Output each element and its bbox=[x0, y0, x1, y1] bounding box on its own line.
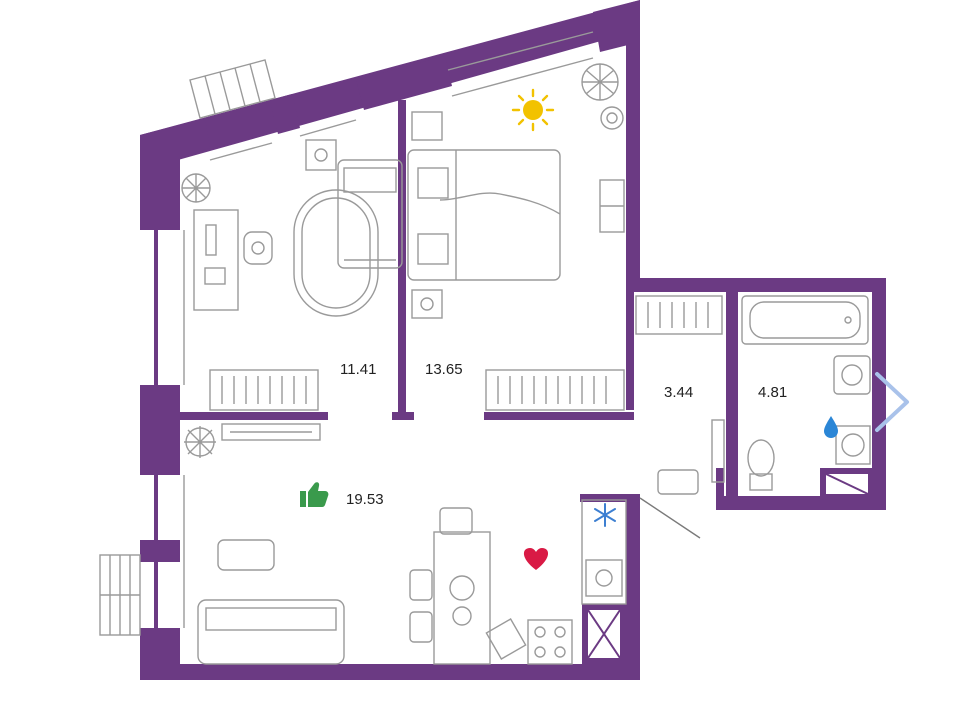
armchair-left-bedroom bbox=[337, 159, 403, 269]
sink bbox=[833, 355, 871, 395]
room-area-bathroom-hall: 3.44 bbox=[664, 384, 693, 401]
room-area-bedroom-right: 13.65 bbox=[425, 361, 463, 378]
double-bed bbox=[407, 149, 561, 281]
shaft-marks bbox=[587, 473, 869, 659]
office-chair bbox=[243, 231, 273, 265]
nightstand-right-bottom bbox=[411, 289, 443, 319]
toilet bbox=[747, 439, 775, 491]
plant-right-bedroom-large bbox=[581, 63, 619, 101]
chevron-right-icon[interactable] bbox=[875, 372, 909, 432]
round-rug bbox=[293, 189, 379, 317]
nightstand-left bbox=[305, 139, 337, 171]
window-top-2 bbox=[299, 119, 357, 137]
heart-icon bbox=[523, 548, 549, 570]
bathtub bbox=[741, 295, 869, 345]
wall-left-upper bbox=[140, 140, 180, 230]
wall-bath-top bbox=[626, 278, 886, 292]
stove bbox=[527, 619, 573, 665]
kitchen-counter bbox=[581, 499, 627, 605]
wall-left-low bbox=[140, 540, 180, 562]
water-drop-icon bbox=[824, 416, 838, 438]
thumbs-up-icon bbox=[300, 482, 329, 507]
radiator-left-bedroom bbox=[209, 369, 319, 411]
dining-chairs bbox=[409, 507, 473, 643]
plant-living bbox=[184, 426, 216, 458]
tv-stand bbox=[221, 423, 321, 441]
wall-right-bedroom bbox=[626, 30, 640, 280]
wall-bath-left-lower bbox=[716, 468, 724, 510]
window-top-3 bbox=[451, 57, 594, 97]
radiator-hall bbox=[635, 295, 723, 335]
room-area-bathroom: 4.81 bbox=[758, 384, 787, 401]
room-area-living-kitchen: 19.53 bbox=[346, 491, 384, 508]
wall-left-mid bbox=[140, 385, 180, 475]
kitchen-mat bbox=[485, 618, 527, 660]
wall-divider-foot bbox=[392, 412, 414, 420]
nightstand-right-top bbox=[411, 111, 443, 141]
wall-left-thin-1 bbox=[154, 230, 158, 385]
radiator-right-bedroom bbox=[485, 369, 625, 411]
wall-block-3 bbox=[356, 56, 452, 110]
room-area-bedroom-left: 11.41 bbox=[340, 361, 376, 378]
shaft-bath-cross bbox=[825, 473, 869, 495]
plant-left-bedroom bbox=[181, 173, 211, 203]
sofa bbox=[197, 599, 345, 665]
sun-icon bbox=[511, 88, 555, 132]
wall-bath-right bbox=[872, 278, 886, 510]
wall-bath-divider bbox=[726, 292, 738, 498]
plant-right-bedroom-small bbox=[600, 106, 624, 130]
shaft-kitchen-cross-2 bbox=[587, 609, 621, 659]
window-top-3b bbox=[447, 31, 594, 71]
wall-bottom bbox=[140, 664, 640, 680]
dining-table bbox=[433, 531, 491, 665]
wall-bath-hall-left bbox=[626, 292, 634, 410]
dresser bbox=[599, 179, 625, 233]
wall-kitchen-right bbox=[626, 496, 640, 680]
desk bbox=[193, 209, 239, 311]
wall-bedroom-right-bottom bbox=[484, 412, 634, 420]
washing-machine bbox=[835, 425, 871, 465]
wall-bedroom-left-bottom bbox=[180, 412, 328, 420]
coffee-table bbox=[217, 539, 275, 571]
windows bbox=[183, 31, 594, 628]
balcony-grille-top bbox=[189, 59, 276, 119]
wall-bath-bottom bbox=[716, 496, 886, 510]
wall-kitchen-top bbox=[580, 494, 640, 502]
walls bbox=[140, 0, 886, 680]
wall-block-2 bbox=[270, 94, 300, 134]
balcony-grille-left bbox=[99, 554, 141, 636]
wall-left-thin-2 bbox=[154, 475, 158, 540]
towel-rail bbox=[711, 419, 725, 483]
window-top-1 bbox=[209, 142, 273, 161]
wall-left-thin-3 bbox=[154, 562, 158, 628]
snowflake-icon bbox=[594, 503, 616, 527]
entrance-door bbox=[639, 497, 701, 539]
floor-mat bbox=[657, 469, 699, 495]
